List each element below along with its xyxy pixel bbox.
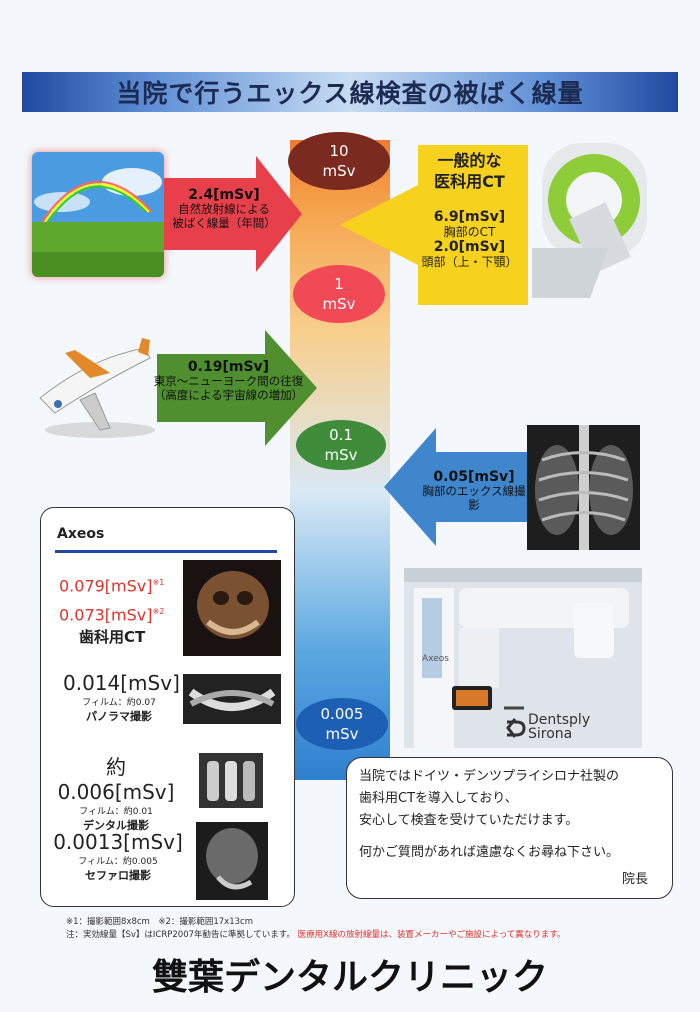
airplane-image	[39, 338, 155, 438]
flight-desc-2: （高度による宇宙線の増加）	[153, 388, 304, 402]
footnote-3: 医療用X線の放射線量は、装置メーカーやご施設によって異なります。	[297, 930, 566, 940]
scale-unit: mSv	[325, 725, 359, 743]
chest-xray-text: 0.05[mSv] 胸部のエックス線撮影	[418, 470, 530, 512]
panorama-xray-image	[183, 674, 281, 724]
ct-chest-label: 胸部のCT	[443, 225, 496, 239]
axeos-ct-dose-2: 0.073[mSv]	[59, 605, 153, 625]
dental-film: フィルム：約0.01	[79, 807, 153, 817]
message-signature: 院長	[621, 872, 648, 887]
dental-ct-image	[183, 560, 281, 656]
natural-desc-2: 被ばく線量（年間）	[172, 216, 276, 230]
panorama-film: フィルム：約0.07	[82, 698, 156, 708]
axeos-card: Axeos 0.079[mSv]※1 0.073[mSv]※2 歯科用CT 0.…	[40, 507, 295, 907]
medical-ct-title-2: 医科用CT	[434, 172, 505, 191]
axeos-ct-note-2: ※2	[152, 607, 165, 617]
cephalo-dose: 0.0013[mSv]	[53, 830, 183, 854]
panorama-item: 0.014[mSv] フィルム：約0.07 パノラマ撮影	[63, 671, 180, 724]
footnote-1: ※1：撮影範囲8x8cm ※2：撮影範囲17x13cm	[66, 917, 253, 927]
cephalo-film: フィルム：約0.005	[78, 857, 158, 867]
scale-oval-1: 1 mSv	[293, 265, 385, 323]
brand-line-2: Sirona	[528, 726, 573, 742]
message-line-3: 安心して検査を受けていただけます。	[359, 813, 579, 828]
footnote-2: 注：実効線量【Sv】はICRP2007年勧告に準拠しています。	[66, 930, 295, 940]
dentsply-sirona-logo-icon	[506, 718, 526, 738]
ct-head-dose: 2.0[mSv]	[433, 239, 506, 255]
natural-radiation-arrow	[164, 156, 302, 272]
message-card: 当院ではドイツ・デンツプライシロナ社製の 歯科用CTを導入しており、 安心して検…	[346, 757, 673, 899]
scale-value: 1	[334, 275, 344, 293]
page-title: 当院で行うエックス線検査の被ばく線量	[116, 79, 584, 108]
panorama-dose: 0.014[mSv]	[63, 671, 180, 695]
dental-item: 約0.006[mSv] フィルム：約0.01 デンタル撮影	[51, 751, 181, 833]
scale-unit: mSv	[322, 295, 356, 313]
ct-chest-dose: 6.9[mSv]	[433, 209, 506, 225]
ct-scanner-image	[532, 143, 647, 298]
medical-ct-doses: 6.9[mSv] 胸部のCT 2.0[mSv] 頭部（上・下顎）	[412, 210, 527, 270]
landscape-image	[32, 152, 164, 277]
axeos-ct-label: 歯科用CT	[79, 628, 146, 646]
natural-dose: 2.4[mSv]	[188, 187, 260, 203]
flight-text: 0.19[mSv] 東京～ニューヨーク間の往復 （高度による宇宙線の増加）	[146, 360, 311, 402]
scale-oval-0-005: 0.005 mSv	[296, 698, 388, 750]
chest-xray-image	[527, 425, 640, 550]
chest-xray-label: 胸部のエックス線撮影	[422, 484, 526, 512]
scale-oval-0-1: 0.1 mSv	[296, 420, 386, 470]
medical-ct-title-1: 一般的な	[437, 151, 502, 170]
title-banner: 当院で行うエックス線検査の被ばく線量	[22, 72, 678, 112]
natural-radiation-text: 2.4[mSv] 自然放射線による 被ばく線量（年間）	[168, 188, 280, 230]
axeos-device-image	[404, 568, 642, 748]
message-line-2: 歯科用CTを導入しており、	[359, 791, 518, 806]
flight-dose: 0.19[mSv]	[187, 359, 270, 375]
scale-value: 10	[329, 142, 349, 160]
axeos-ct-dose-1: 0.079[mSv]	[59, 576, 153, 596]
scale-oval-10: 10 mSv	[288, 132, 390, 190]
chest-xray-arrow	[384, 428, 527, 546]
axeos-divider	[55, 550, 277, 553]
scale-unit: mSv	[322, 162, 356, 180]
cephalo-xray-image	[196, 822, 268, 900]
flight-arrow	[157, 330, 317, 446]
axeos-ct-doses: 0.079[mSv]※1 0.073[mSv]※2	[59, 570, 164, 629]
natural-desc-1: 自然放射線による	[178, 202, 270, 216]
axeos-title: Axeos	[57, 526, 105, 542]
dental-xray-image	[199, 753, 263, 808]
scale-unit: mSv	[324, 446, 358, 464]
medical-ct-arrow	[340, 145, 528, 305]
panorama-label: パノラマ撮影	[86, 710, 152, 723]
clinic-name: 雙葉デンタルクリニック	[151, 957, 548, 998]
dental-label: デンタル撮影	[83, 819, 149, 832]
cephalo-label: セファロ撮影	[85, 869, 151, 882]
axeos-ct-note-1: ※1	[152, 578, 165, 587]
device-brand: Dentsply Sirona	[528, 713, 590, 741]
scale-value: 0.005	[320, 705, 364, 723]
message-line-1: 当院ではドイツ・デンツプライシロナ社製の	[359, 769, 620, 784]
footnotes: ※1：撮影範囲8x8cm ※2：撮影範囲17x13cm 注：実効線量【Sv】はI…	[66, 916, 565, 942]
medical-ct-title: 一般的な 医科用CT	[412, 150, 527, 192]
chest-xray-dose: 0.05[mSv]	[433, 469, 515, 485]
scale-value: 0.1	[329, 426, 353, 444]
brand-line-1: Dentsply	[528, 712, 591, 728]
message-text: 当院ではドイツ・デンツプライシロナ社製の 歯科用CTを導入しており、 安心して検…	[359, 766, 619, 864]
message-line-4: 何かご質問があれば遠慮なくお尋ね下さい。	[359, 845, 620, 860]
flight-desc-1: 東京～ニューヨーク間の往復	[153, 374, 304, 388]
device-model-label: Axeos	[422, 654, 449, 664]
cephalo-item: 0.0013[mSv] フィルム：約0.005 セファロ撮影	[53, 830, 183, 883]
ct-head-label: 頭部（上・下顎）	[421, 255, 518, 269]
dental-dose: 約0.006[mSv]	[57, 755, 175, 804]
